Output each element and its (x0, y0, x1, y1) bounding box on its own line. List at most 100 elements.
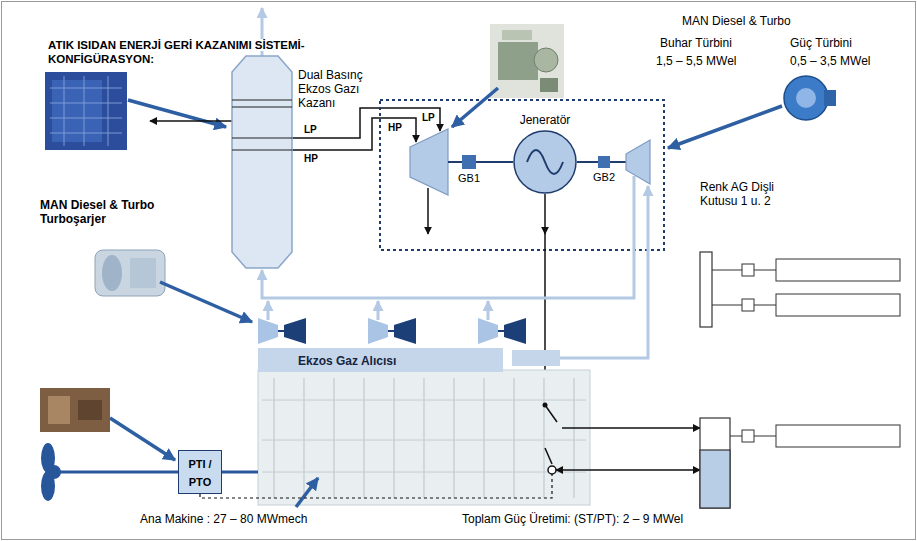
lp-steam-pipe (292, 108, 440, 138)
hp-steam-pipe (292, 118, 416, 150)
total-power-block: Toplam Güç Üretimi: (ST/PT): 2 – 9 MWel (462, 512, 683, 526)
manufacturer-name-block: MAN Diesel & Turbo (682, 14, 791, 28)
gearbox-name-block: Renk AG Dişli Kutusu 1 u. 2 (700, 180, 792, 208)
engine-rating-block: Ana Makine : 27 – 80 MWmech (140, 512, 307, 526)
callout-arrow (160, 282, 252, 322)
main-engine-photo (544, 378, 545, 498)
shaft-line (448, 161, 462, 163)
main-engine-photo (424, 378, 425, 498)
steam-turbine-photo (490, 24, 564, 98)
boiler-tube-bank (232, 149, 292, 150)
gearbox-name: Renk AG Dişli Kutusu 1 u. 2 (700, 180, 774, 208)
condensate-arrow (427, 188, 429, 234)
turbocharger-photo (95, 250, 165, 296)
power-turbine-photo (824, 90, 836, 106)
exhaust-receiver-band: Ekzos Gaz Alıcısı (258, 348, 503, 372)
main-engine-photo (364, 378, 365, 498)
switch-gear (545, 405, 557, 422)
pressure-label: HP (388, 122, 402, 133)
boiler-photo (45, 72, 127, 150)
boiler-photo (50, 133, 122, 134)
power-rating-block: 1,5 – 5,5 MWel (656, 54, 736, 68)
boiler-photo (108, 76, 109, 146)
power-line (544, 194, 546, 234)
power-rating: 0,5 – 3,5 MWel (790, 54, 870, 68)
generator-label: Jeneratör (520, 113, 571, 127)
boiler-photo (50, 118, 122, 119)
pti-pto-box: PTI / PTO (178, 450, 222, 494)
main-engine-photo (484, 378, 485, 498)
turbocharger-photo (102, 255, 122, 291)
switchboard-symbol (742, 299, 754, 311)
gearbox-label: GB2 (593, 171, 615, 184)
gearbox-label: GB1 (458, 172, 480, 185)
pressure-label-block: HP (304, 153, 318, 165)
box-label: PTI / PTO (188, 458, 211, 488)
switchboard-symbol (776, 425, 900, 447)
switchboard-symbol (700, 252, 900, 327)
turbocharger-symbol (258, 318, 306, 344)
exhaust-collector-line (262, 176, 634, 298)
boiler-photo (45, 72, 127, 150)
turbocharger-photo (95, 250, 165, 296)
steam-turbine-photo (502, 30, 532, 40)
total-power: Toplam Güç Üretimi: (ST/PT): 2 – 9 MWel (462, 512, 683, 526)
boiler-tube-bank (232, 137, 292, 138)
turbocharger-symbol (504, 318, 526, 344)
title-block: ATIK ISIDAN ENERJİ GERİ KAZANIMI SİSTEMİ… (48, 38, 393, 66)
switchboard-symbol (712, 270, 742, 271)
component-name-block: MAN Diesel & Turbo Turboşarjer (40, 198, 185, 226)
gearbox-block: GB2 (598, 156, 610, 168)
exhaust-gas-boiler: Dual Basınç Ekzos Gazı Kazanı (232, 56, 292, 268)
turbo-exhaust-line (377, 301, 380, 320)
steam-turbine-photo (490, 24, 564, 98)
boiler-photo (50, 103, 122, 104)
power-rating-block: 0,5 – 3,5 MWel (790, 54, 870, 68)
turbocharger-photo (130, 258, 156, 288)
component-name: Buhar Türbini (660, 36, 732, 50)
main-engine-photo (274, 378, 275, 498)
switchboard-symbol (776, 294, 900, 316)
switchboard-symbol (700, 450, 730, 508)
turbo-exhaust-line (487, 301, 490, 320)
main-engine-photo (262, 440, 586, 441)
turbocharger-symbol (478, 318, 526, 344)
main-engine-photo (304, 378, 305, 498)
component-name-block: Buhar Türbini (660, 36, 732, 50)
shaft-line (577, 161, 598, 163)
engine-room-photo (78, 400, 102, 420)
switch-gear (200, 474, 552, 498)
switchboard-symbol (712, 305, 742, 306)
power-turbine-photo (796, 88, 816, 108)
turbo-generator-frame (380, 100, 664, 250)
switch-gear (556, 469, 700, 471)
band-label: Ekzos Gaz Alıcısı (298, 354, 396, 368)
switchboard-symbol (754, 270, 776, 271)
switchboard-symbol (742, 430, 754, 442)
sine-wave-symbol (527, 150, 563, 174)
callout-arrow (110, 418, 175, 460)
switchboard-symbol (776, 259, 900, 281)
boiler-tube-bank (232, 99, 292, 100)
exhaust-outlet-arrow (150, 120, 232, 122)
boiler-heading: Dual Basınç Ekzos Gazı Kazanı (298, 68, 388, 110)
turbocharger-symbol (368, 318, 416, 344)
turbocharger-symbol (478, 318, 498, 344)
exhaust-gas-boiler-outline (232, 56, 292, 268)
engine-room-photo (48, 396, 70, 424)
pressure-label-block: LP (422, 112, 435, 124)
generator-circle-outline (513, 130, 577, 194)
receiver-extension (512, 350, 560, 366)
callout-arrow (296, 478, 318, 507)
turbocharger-symbol (388, 330, 394, 332)
boiler-photo (84, 76, 85, 146)
main-engine-photo (514, 378, 515, 498)
generator-outline (514, 131, 576, 193)
boiler-outline (232, 56, 292, 268)
switch-gear (562, 427, 700, 429)
switchboard-symbol (742, 264, 754, 276)
